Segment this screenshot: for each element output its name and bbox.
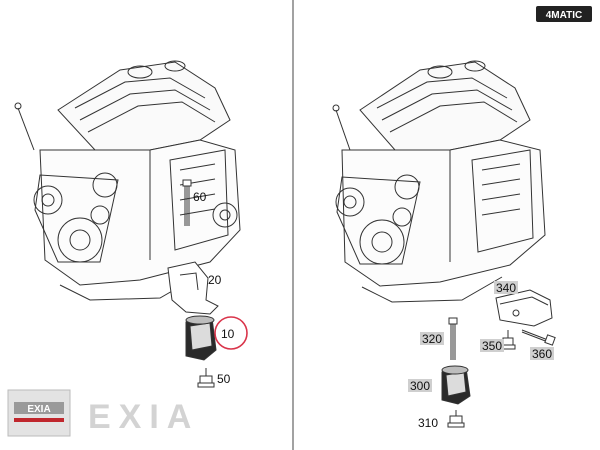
callout-340[interactable]: 340 [496, 281, 516, 295]
4matic-badge-label: 4MATIC [546, 10, 582, 21]
part-50-nut [197, 368, 215, 388]
part-360-bolt [521, 329, 556, 346]
callout-50[interactable]: 50 [217, 372, 231, 386]
callout-310[interactable]: 310 [418, 416, 438, 430]
part-310-nut [447, 410, 465, 428]
engine-illustration-right [332, 60, 546, 303]
4matic-badge: 4MATIC [536, 6, 592, 22]
callout-360[interactable]: 360 [532, 347, 552, 361]
callout-300-bg [408, 379, 432, 392]
callout-340-bg [494, 281, 518, 294]
engine-illustration-left [14, 60, 241, 301]
callout-350[interactable]: 350 [482, 339, 502, 353]
exia-logo-text: EXIA [27, 404, 50, 415]
part-20-bracket [167, 261, 219, 315]
highlight-ring-10 [214, 316, 248, 350]
callout-320[interactable]: 320 [422, 332, 442, 346]
part-340-bracket [495, 289, 553, 327]
part-320-bolt [448, 317, 458, 360]
part-10-engine-mount [185, 315, 217, 361]
exia-watermark-text: EXIA [88, 398, 199, 436]
callout-350-bg [480, 339, 504, 352]
callout-300[interactable]: 300 [410, 379, 430, 393]
callout-320-bg [420, 332, 444, 345]
part-60-bolt [182, 179, 192, 226]
callout-360-bg [530, 347, 554, 360]
callout-10[interactable]: 10 [221, 327, 235, 341]
callout-60[interactable]: 60 [193, 190, 207, 204]
exia-watermark: EXIA EXIA [7, 389, 199, 437]
part-300-engine-mount [441, 365, 471, 405]
callout-20[interactable]: 20 [208, 273, 222, 287]
